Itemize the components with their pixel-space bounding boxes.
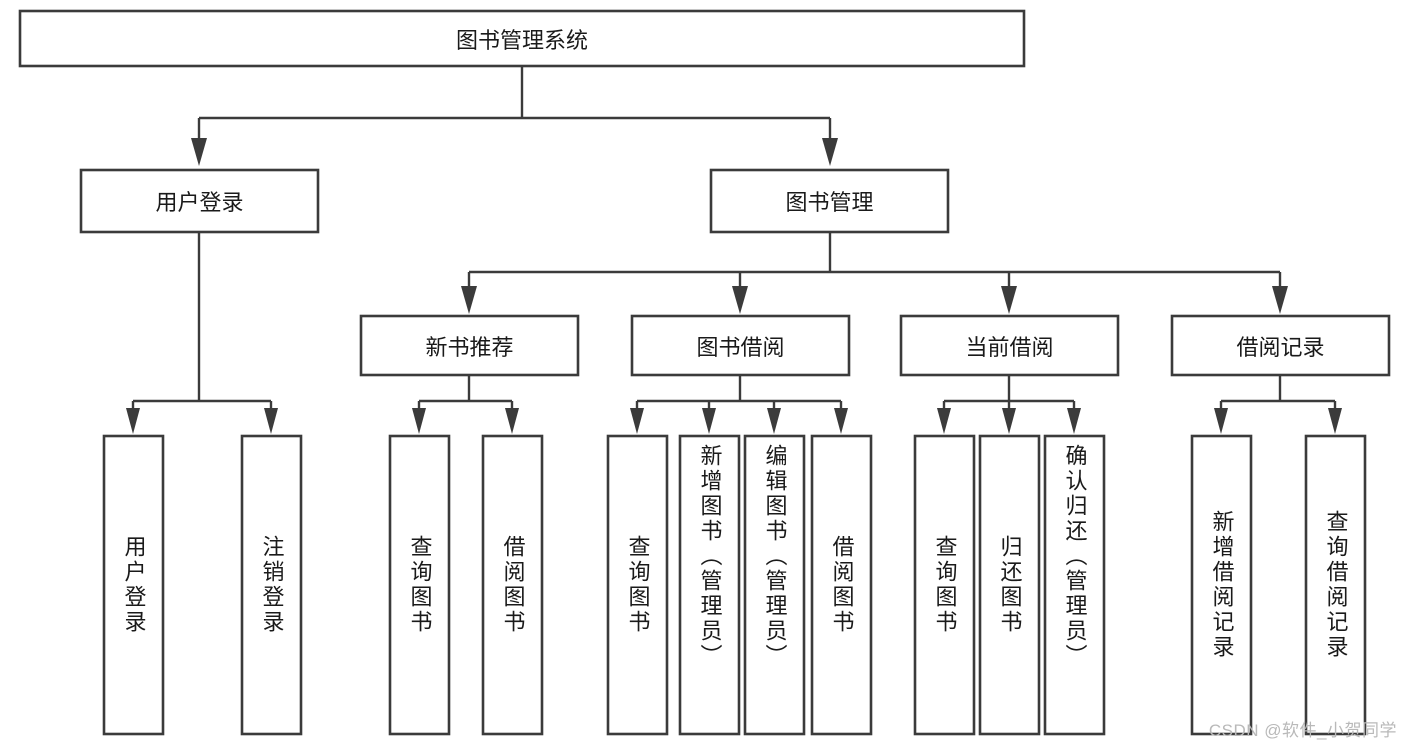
connector-group-root-to-level2 [191, 66, 838, 166]
node-box-leaf-query-book-2[interactable] [606, 434, 669, 736]
node-box-user-login[interactable] [79, 168, 320, 234]
node-box-leaf-edit-book[interactable] [743, 434, 806, 736]
node-box-root[interactable] [18, 9, 1026, 68]
arrowhead-leaf-borrow-book-2 [834, 408, 848, 434]
connector-group-borrowrecord-to-leaves [1214, 375, 1342, 434]
connector-group-userlogin-to-leaves [126, 232, 278, 434]
node-box-borrow-record[interactable] [1170, 314, 1391, 377]
arrowhead-leaf-query-book-3 [937, 408, 951, 434]
node-box-leaf-add-book[interactable] [678, 434, 741, 736]
node-box-leaf-query-book-3[interactable] [913, 434, 976, 736]
node-box-leaf-query-record[interactable] [1304, 434, 1367, 736]
csdn-watermark: CSDN @软件_小贺同学 [1208, 721, 1397, 740]
node-box-leaf-query-book-1[interactable] [388, 434, 451, 736]
arrowhead-leaf-add-record [1214, 408, 1228, 434]
arrowhead-book-manage [822, 138, 838, 166]
arrowhead-current-borrow [1001, 286, 1017, 314]
node-box-leaf-confirm-return[interactable] [1043, 434, 1106, 736]
node-box-leaf-add-record[interactable] [1190, 434, 1253, 736]
arrowhead-leaf-logout [264, 408, 278, 434]
arrowhead-borrow-record [1272, 286, 1288, 314]
arrowhead-leaf-query-book-1 [412, 408, 426, 434]
connector-group-newbook-to-leaves [412, 375, 519, 434]
arrowhead-leaf-add-book [702, 408, 716, 434]
connector-group-bookborrow-to-leaves [630, 375, 848, 434]
node-box-leaf-borrow-book-2[interactable] [810, 434, 873, 736]
node-box-new-book-recommend[interactable] [359, 314, 580, 377]
arrowhead-leaf-return-book [1002, 408, 1016, 434]
arrowhead-new-book-recommend [461, 286, 477, 314]
node-box-leaf-user-login[interactable] [102, 434, 165, 736]
arrowhead-leaf-borrow-book-1 [505, 408, 519, 434]
node-box-leaf-borrow-book-1[interactable] [481, 434, 544, 736]
node-box-current-borrow[interactable] [899, 314, 1120, 377]
node-box-book-manage[interactable] [709, 168, 950, 234]
node-box-leaf-logout-login[interactable] [240, 434, 303, 736]
arrowhead-user-login [191, 138, 207, 166]
node-box-leaf-return-book[interactable] [978, 434, 1041, 736]
connector-group-currentborrow-to-leaves [937, 375, 1081, 434]
arrowhead-leaf-user-login [126, 408, 140, 434]
arrowhead-leaf-edit-book [767, 408, 781, 434]
arrowhead-leaf-query-book-2 [630, 408, 644, 434]
arrowhead-leaf-confirm-return [1067, 408, 1081, 434]
arrowhead-book-borrow [732, 286, 748, 314]
node-box-book-borrow[interactable] [630, 314, 851, 377]
arrowhead-leaf-query-record [1328, 408, 1342, 434]
connector-group-bookmanage-to-level3 [461, 232, 1288, 314]
